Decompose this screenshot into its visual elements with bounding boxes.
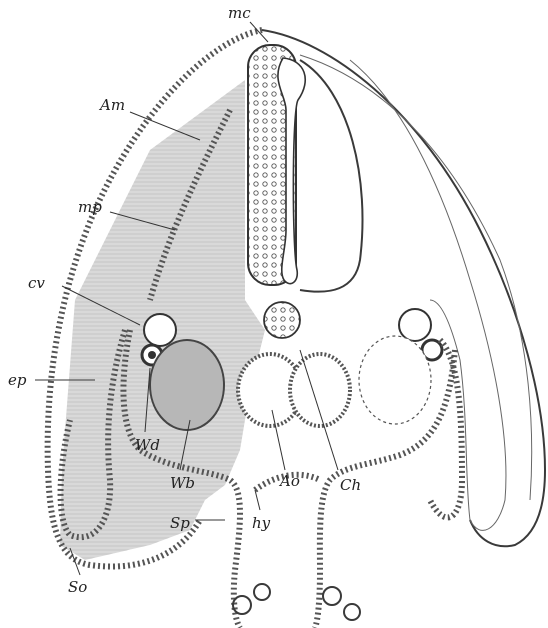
wolffian-body [150, 340, 224, 430]
gut-cell [344, 604, 360, 620]
right-cardinal-vein [399, 309, 431, 341]
label-wb: Wb [170, 474, 195, 492]
cardinal-vein [144, 314, 176, 346]
right-wolffian-body [359, 336, 431, 424]
label-ch: Ch [340, 476, 361, 494]
leader-hy [255, 490, 260, 510]
label-mc: mc [228, 4, 251, 22]
right-fold [350, 60, 506, 530]
gut-cell [233, 596, 251, 614]
notochord [264, 302, 300, 338]
label-am: Am [98, 96, 125, 114]
wolffian-duct-core [148, 351, 156, 359]
label-sp: Sp [170, 514, 190, 532]
label-hy: hy [252, 514, 271, 532]
leader-mc [250, 22, 268, 42]
label-so: So [68, 578, 87, 596]
mesoblastic-plate [300, 60, 363, 292]
amnion-inner-line [300, 55, 532, 500]
label-wd: Wd [135, 436, 160, 454]
label-mp: mp [78, 198, 102, 216]
gut-cell [323, 587, 341, 605]
label-ao: Ao [278, 472, 300, 490]
amnion-inner-wall [262, 30, 545, 546]
label-ep: ep [8, 371, 27, 389]
label-cv: cv [28, 274, 45, 292]
aorta-right [290, 354, 350, 426]
gut-cell [254, 584, 270, 600]
